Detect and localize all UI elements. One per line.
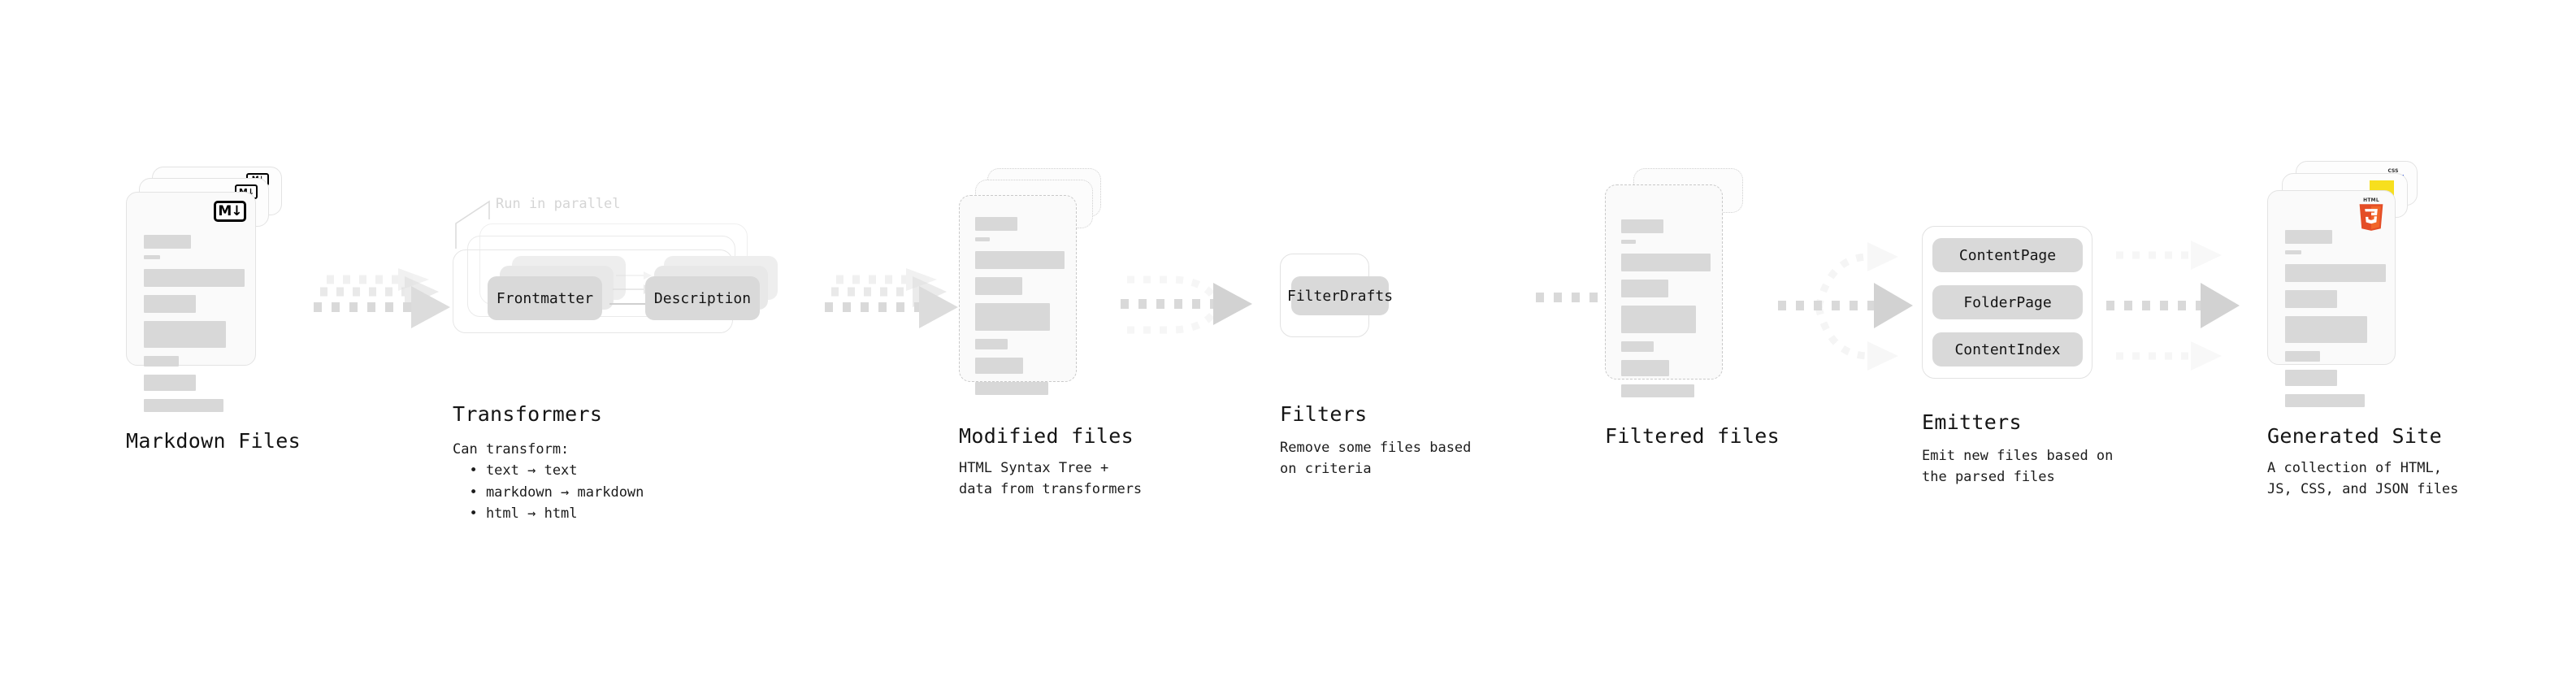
doc-line <box>975 277 1022 295</box>
doc-line <box>2285 250 2301 254</box>
stage-transformers: Run in parallel Frontmat <box>443 0 825 681</box>
emitter-chip-contentindex-label: ContentIndex <box>1954 340 2061 358</box>
markdown-badge-icon: M↓ <box>214 201 246 222</box>
stage-subtitle-generated-site: A collection of HTML, JS, CSS, and JSON … <box>2267 460 2459 498</box>
doc-line <box>144 255 160 259</box>
stage-subtitle-emitters: Emit new files based on the parsed files <box>1922 448 2114 486</box>
emitters-group-box <box>1922 226 2092 379</box>
filtered-card-front <box>1605 184 1723 397</box>
arrow-transformers-to-modified <box>825 268 958 328</box>
arrow-filtered-to-emitters <box>1778 242 1913 371</box>
doc-line <box>1621 240 1636 244</box>
doc-line <box>1621 219 1663 233</box>
doc-line <box>144 269 245 287</box>
doc-line <box>975 358 1023 374</box>
filter-chip-filterdrafts-label: FilterDrafts <box>1286 287 1394 305</box>
generated-card-front: HTML <box>2267 190 2396 407</box>
stage-title-emitters: Emitters <box>1922 410 2022 434</box>
doc-line <box>975 237 990 241</box>
stage-subtitle-modified-files: HTML Syntax Tree + data from transformer… <box>959 460 1143 498</box>
stage-generated-site: CSS HTML <box>2267 0 2576 681</box>
html5-badge-icon: HTML <box>2359 198 2383 231</box>
transformer-chip-description[interactable]: Description <box>645 276 760 320</box>
stage-title-modified-files: Modified files <box>959 424 1134 448</box>
doc-line <box>144 399 223 412</box>
doc-line <box>144 356 179 367</box>
arrow-markdown-to-transformers <box>314 268 450 328</box>
transformer-chip-frontmatter-label: Frontmatter <box>496 289 594 307</box>
stage-subtitle-filters: Remove some files based on criteria <box>1280 440 1472 478</box>
emitter-chip-folderpage[interactable]: FolderPage <box>1932 285 2083 319</box>
stage-filtered-files: Filtered files <box>1597 0 1873 681</box>
stage-title-filters: Filters <box>1280 402 1368 426</box>
stage-title-generated-site: Generated Site <box>2267 424 2442 448</box>
doc-line <box>975 382 1048 395</box>
doc-line <box>1621 341 1654 352</box>
stage-filters: FilterDrafts Filters Remove some files b… <box>1280 0 1572 681</box>
doc-line <box>2285 316 2367 343</box>
doc-line <box>975 339 1008 349</box>
doc-line <box>2285 290 2337 308</box>
filter-chip-filterdrafts[interactable]: FilterDrafts <box>1287 276 1393 315</box>
doc-line <box>144 235 191 249</box>
doc-line <box>144 321 226 348</box>
emitter-chip-folderpage-label: FolderPage <box>1963 293 2052 311</box>
markdown-card-front: M↓ <box>126 192 256 412</box>
emitter-chip-contentpage[interactable]: ContentPage <box>1932 238 2083 272</box>
stage-title-transformers: Transformers <box>453 402 603 426</box>
emitter-chip-contentpage-label: ContentPage <box>1958 246 2057 264</box>
doc-line <box>144 375 196 391</box>
doc-line <box>975 217 1017 231</box>
doc-line <box>144 295 196 313</box>
doc-line <box>1621 384 1694 397</box>
emitter-chip-contentindex[interactable]: ContentIndex <box>1932 332 2083 367</box>
transformer-chip-description-label: Description <box>653 289 752 307</box>
doc-line <box>1621 254 1711 271</box>
run-in-parallel-label: Run in parallel <box>496 196 621 212</box>
arrow-modified-to-filters <box>1121 275 1252 334</box>
modified-card-front <box>959 195 1077 395</box>
css-badge-text: CSS <box>2387 168 2399 174</box>
doc-line <box>1621 360 1669 376</box>
stage-markdown-files: M↓ M↓ M↓ Markdown Files <box>0 0 309 681</box>
parallel-bracket <box>455 200 490 249</box>
transformer-chip-frontmatter[interactable]: Frontmatter <box>488 276 602 320</box>
doc-line <box>975 251 1065 269</box>
svg-text:HTML: HTML <box>2363 198 2379 203</box>
stage-subtitle-transformers: Can transform: • text → text • markdown … <box>453 441 644 523</box>
doc-line <box>2285 230 2332 244</box>
doc-line <box>2285 394 2365 407</box>
doc-line <box>2285 264 2386 282</box>
doc-line <box>1621 280 1668 297</box>
doc-line <box>1621 306 1696 333</box>
generated-site-stack: CSS HTML <box>2267 161 2418 407</box>
stage-modified-files: Modified files HTML Syntax Tree + data f… <box>959 0 1235 681</box>
stage-title-markdown-files: Markdown Files <box>126 429 301 453</box>
stage-emitters: ContentPage FolderPage ContentIndex Emit… <box>1922 0 2190 681</box>
doc-line <box>2285 351 2320 362</box>
stage-title-filtered-files: Filtered files <box>1605 424 1780 448</box>
doc-line <box>2285 370 2337 386</box>
arrow-emitters-to-site <box>2106 241 2240 371</box>
doc-line <box>975 303 1050 331</box>
